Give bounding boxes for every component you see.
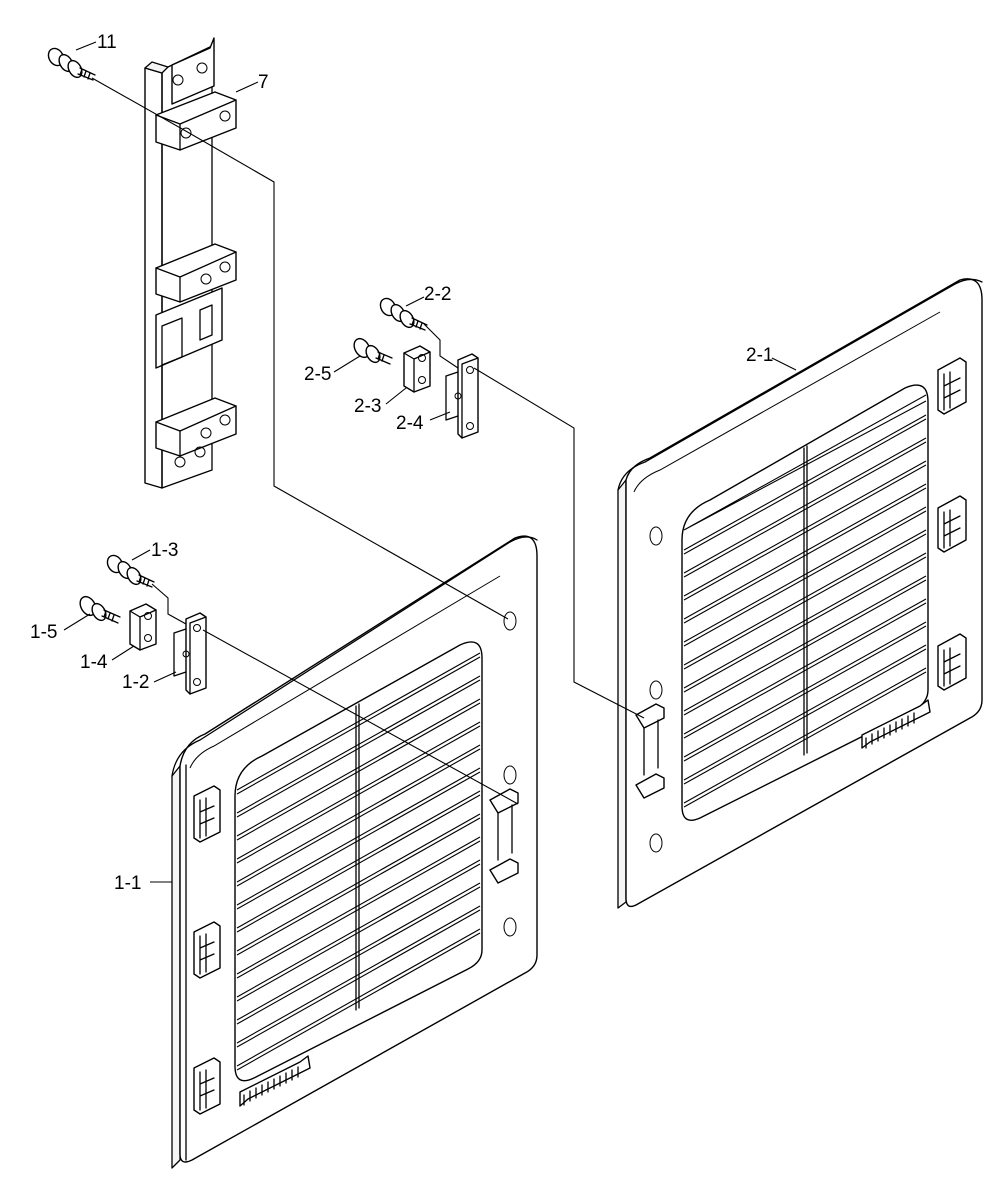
hinge-1-1-middle <box>193 921 221 979</box>
door-panel-2-1 <box>617 278 983 909</box>
label-1-2: 1-2 <box>122 672 149 693</box>
label-2-5: 2-5 <box>304 364 331 385</box>
screw-1-5 <box>79 595 121 624</box>
mounting-bracket <box>144 37 237 489</box>
hinge-1-1-bottom <box>193 1057 221 1115</box>
label-1-3: 1-3 <box>151 540 178 561</box>
screw-2-5 <box>353 337 393 365</box>
door-panel-1-1 <box>171 535 538 1169</box>
hinge-2-1-middle <box>937 495 967 553</box>
grille-slats-1-1 <box>236 652 481 1071</box>
screw-11 <box>47 47 96 81</box>
label-11: 11 <box>97 32 117 53</box>
label-1-4: 1-4 <box>80 652 108 673</box>
screw-1-3 <box>106 554 155 588</box>
latch-2-1 <box>635 703 665 799</box>
hinge-plate-2-4 <box>445 353 479 439</box>
spacer-2-3 <box>403 345 431 393</box>
hinge-2-1-bottom <box>937 633 967 691</box>
label-1-5: 1-5 <box>30 622 57 643</box>
spacer-1-4 <box>129 603 157 651</box>
hinge-plate-1-2 <box>173 612 207 695</box>
hinge-2-1-top <box>937 357 967 415</box>
screw-2-2 <box>379 297 428 331</box>
hinge-1-1-top <box>193 785 221 843</box>
handle-2-1 <box>861 699 931 749</box>
label-2-3: 2-3 <box>354 396 381 417</box>
assembly-lines <box>91 77 645 805</box>
label-1-1: 1-1 <box>114 873 141 894</box>
grille-slats-2-1 <box>683 394 927 808</box>
label-2-1: 2-1 <box>746 345 773 366</box>
handle-1-1 <box>239 1055 311 1107</box>
label-2-4: 2-4 <box>396 413 424 434</box>
callout-labels: 11 7 2-2 2-1 2-5 2-3 2-4 1-3 1-5 1-4 1-2… <box>30 32 773 894</box>
label-2-2: 2-2 <box>424 284 451 305</box>
latch-1-1 <box>489 788 519 884</box>
label-7: 7 <box>258 72 269 93</box>
callout-leaders <box>63 41 797 883</box>
